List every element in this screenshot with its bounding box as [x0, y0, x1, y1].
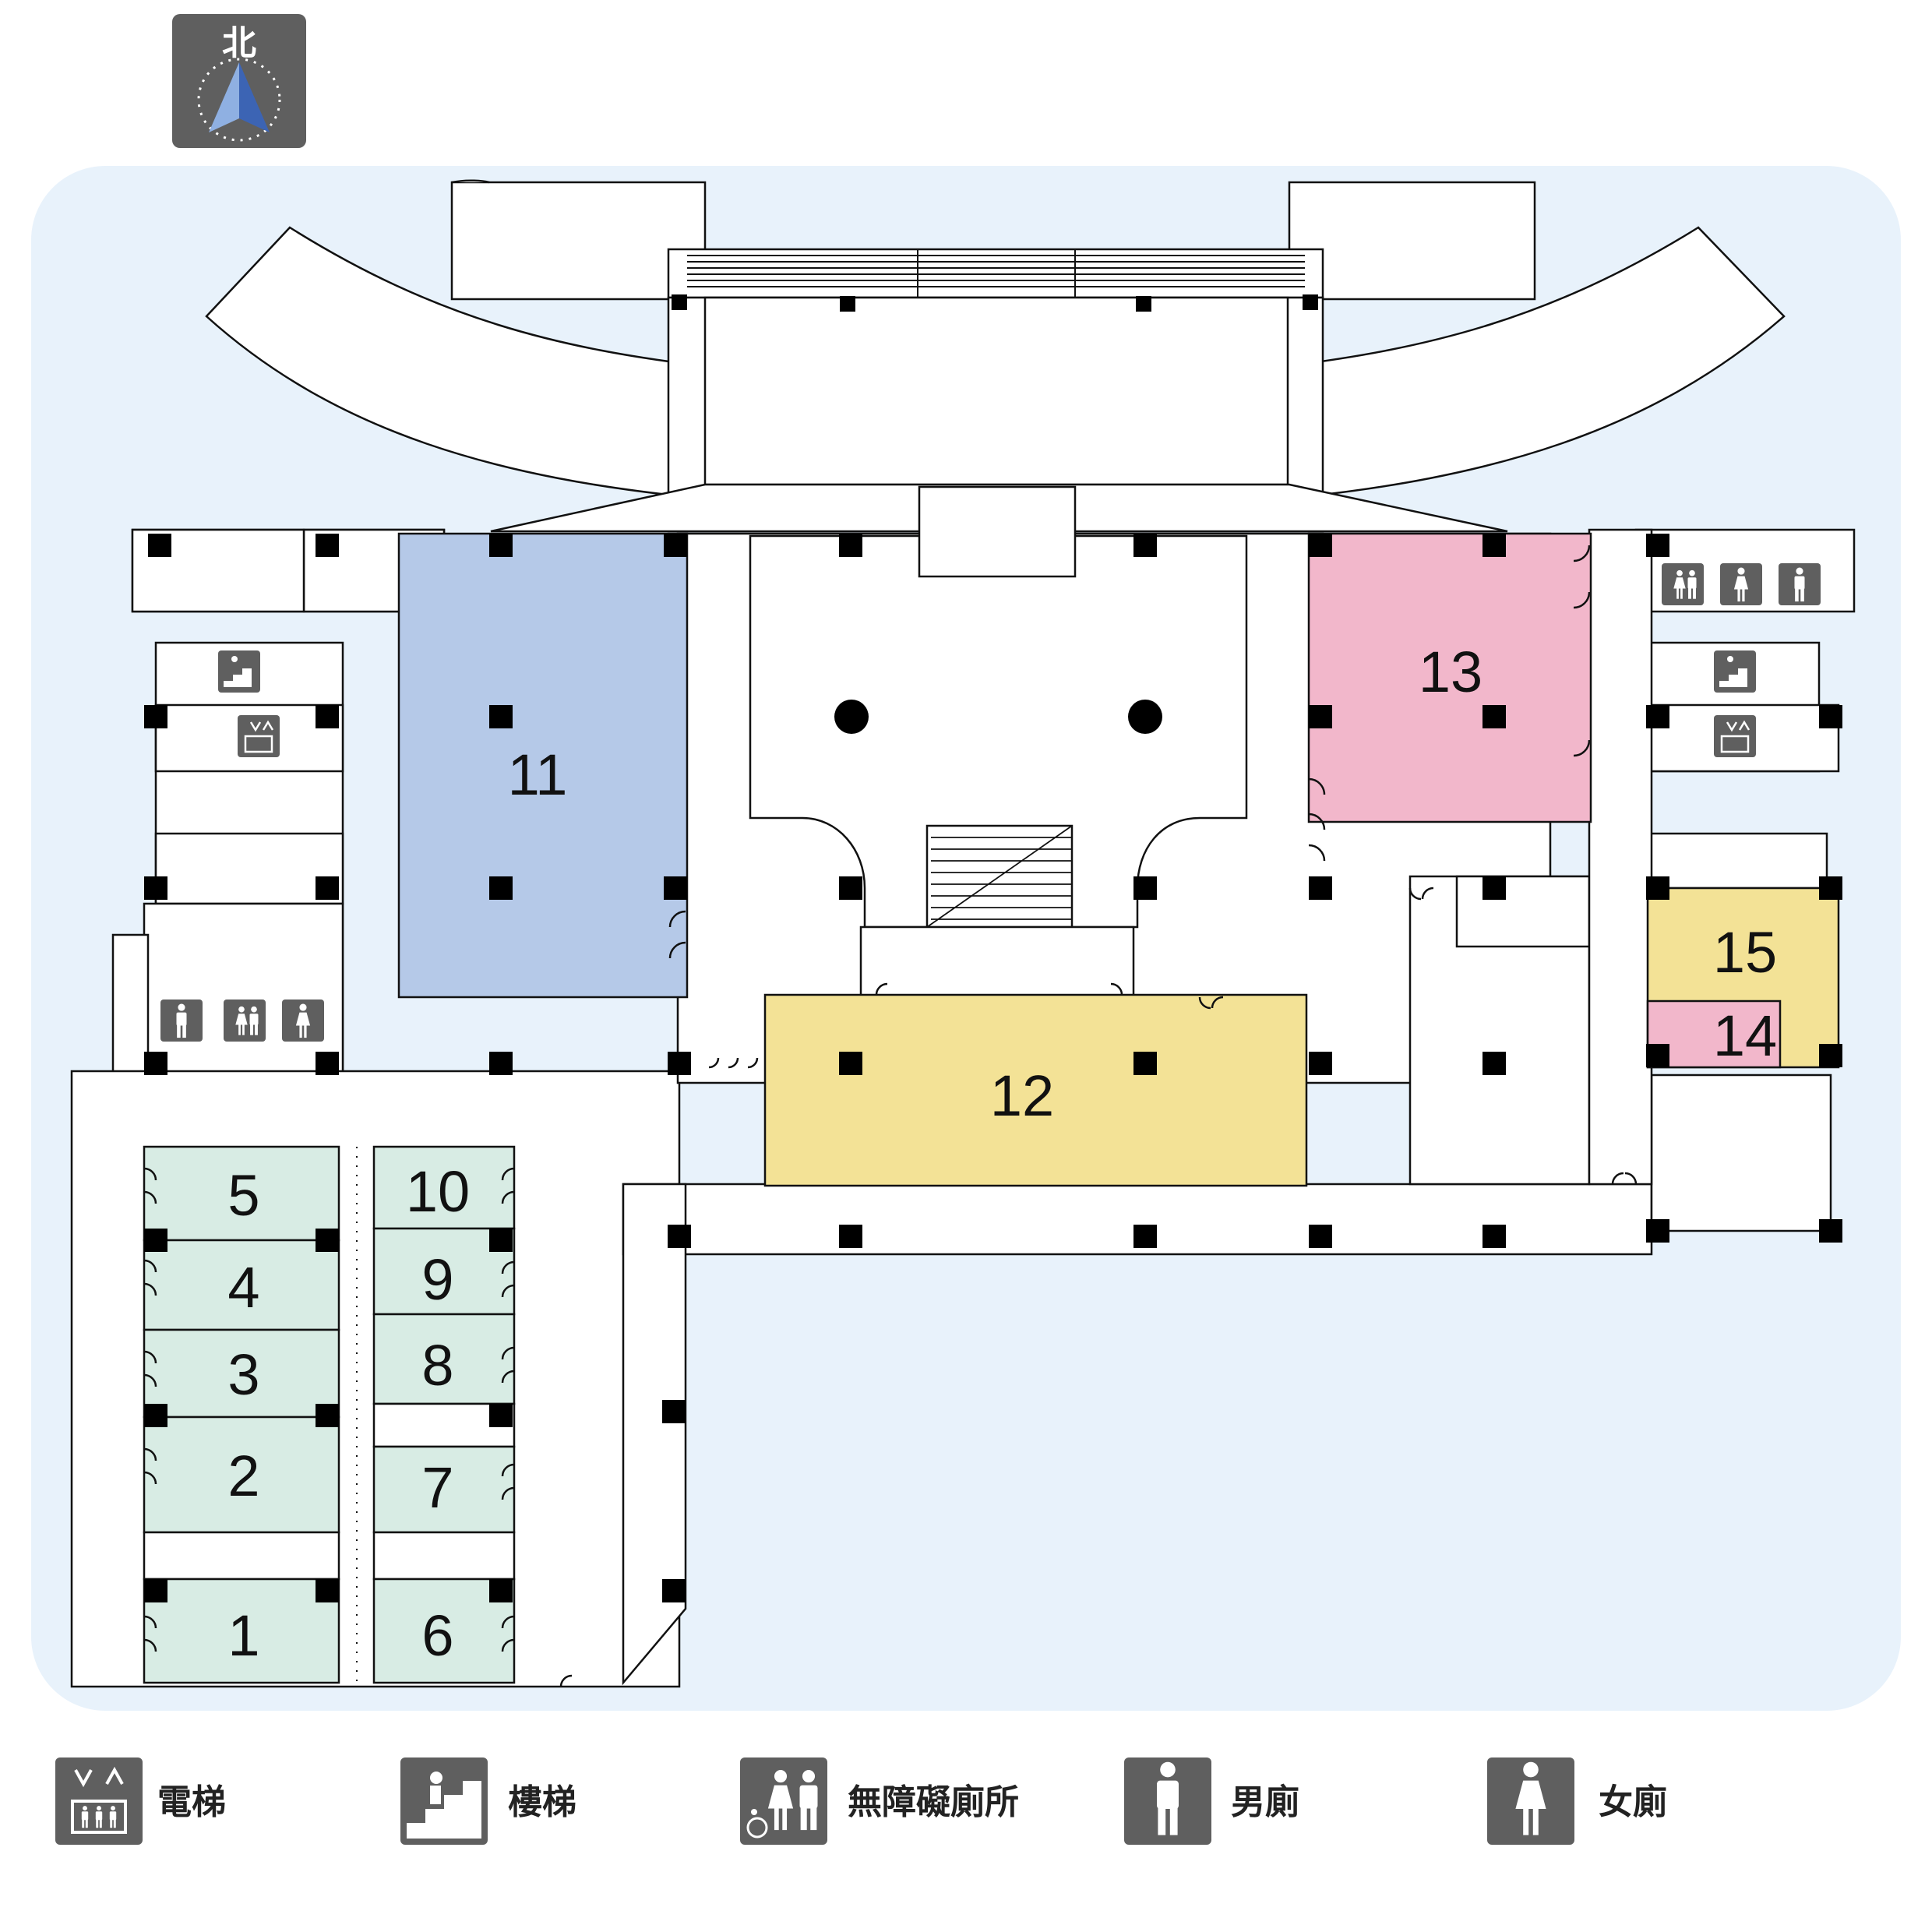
compass-label: 北	[222, 23, 256, 63]
stairs-icon	[1714, 650, 1756, 693]
mens-restroom-icon	[1124, 1757, 1211, 1845]
room-number-2: 2	[227, 1444, 259, 1508]
room-1[interactable]	[143, 1578, 340, 1684]
room-number-4: 4	[227, 1255, 259, 1320]
room-number-14: 14	[1713, 1003, 1777, 1068]
room-number-9: 9	[421, 1247, 453, 1312]
legend-label-accessible: 無障礙廁所	[848, 1782, 1019, 1822]
room-number-12: 12	[990, 1063, 1054, 1128]
accessible-restroom-icon	[740, 1757, 827, 1845]
room-11[interactable]	[397, 532, 689, 999]
room-numbers: 5 4 3 2 1 10 9 8 7 6 11 12 13 14 15	[227, 640, 1777, 1668]
room-number-5: 5	[227, 1163, 259, 1228]
legend-item-womens: 女廁	[1487, 1757, 1667, 1845]
room-number-13: 13	[1419, 640, 1482, 704]
room-number-11: 11	[508, 742, 568, 807]
structural-columns	[144, 294, 1842, 1602]
room-10[interactable]	[372, 1145, 516, 1230]
north-arrow-icon	[209, 62, 270, 132]
mens-restroom-icon	[160, 999, 203, 1042]
door-swings	[143, 545, 1638, 1687]
room-number-10: 10	[406, 1159, 470, 1224]
legend: 電梯 樓梯 無障礙廁所	[55, 1757, 1667, 1845]
room-number-7: 7	[421, 1455, 453, 1520]
legend-item-accessible: 無障礙廁所	[740, 1757, 1019, 1845]
legend-label-mens: 男廁	[1231, 1782, 1299, 1822]
compass: 北	[172, 14, 306, 148]
room-number-15: 15	[1713, 920, 1777, 985]
building-outline	[70, 179, 1856, 1688]
room-12[interactable]	[763, 993, 1308, 1187]
room-14[interactable]	[1646, 999, 1782, 1069]
womens-restroom-icon	[282, 999, 324, 1042]
accessible-restroom-icon	[224, 999, 266, 1042]
room-number-8: 8	[421, 1333, 453, 1398]
elevator-icon	[1714, 715, 1756, 757]
legend-label-stairs: 樓梯	[508, 1782, 576, 1822]
room-8[interactable]	[372, 1313, 516, 1405]
legend-item-elevator: 電梯	[55, 1757, 226, 1845]
legend-label-elevator: 電梯	[157, 1782, 226, 1822]
legend-item-mens: 男廁	[1124, 1757, 1299, 1845]
room-number-1: 1	[227, 1603, 259, 1668]
legend-item-stairs: 樓梯	[400, 1757, 576, 1845]
rooms	[143, 532, 1840, 1684]
elevator-icon	[238, 715, 280, 757]
womens-restroom-icon	[1487, 1757, 1574, 1845]
stairs-icon	[218, 650, 260, 693]
stairs-icon	[400, 1757, 488, 1845]
room-13[interactable]	[1307, 532, 1592, 823]
mens-restroom-icon	[1779, 563, 1821, 605]
plan-icons	[160, 563, 1821, 1042]
womens-restroom-icon	[1720, 563, 1762, 605]
elevator-icon	[55, 1757, 143, 1845]
room-number-3: 3	[227, 1342, 259, 1407]
room-number-6: 6	[421, 1603, 453, 1668]
room-2[interactable]	[143, 1416, 340, 1534]
legend-label-womens: 女廁	[1599, 1782, 1667, 1822]
room-5[interactable]	[143, 1145, 340, 1242]
accessible-restroom-icon	[1662, 563, 1704, 605]
